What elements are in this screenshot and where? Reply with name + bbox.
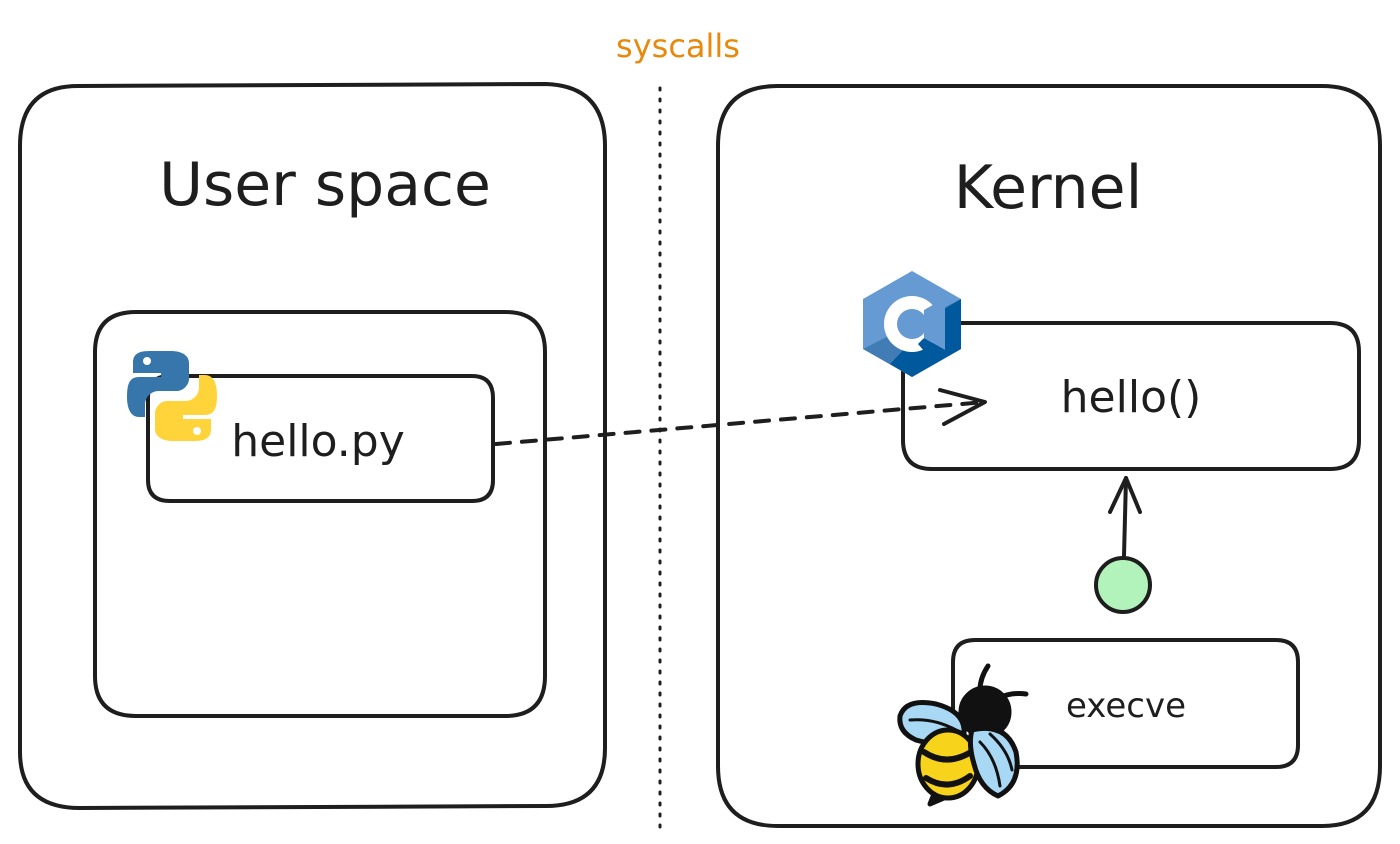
syscalls-label: syscalls — [616, 27, 740, 65]
user-space-title: User space — [159, 150, 491, 220]
hook-arrow-line — [1122, 476, 1128, 558]
execve-box — [951, 638, 1300, 769]
call-arrow-head — [938, 388, 987, 426]
python-logo-icon — [127, 351, 217, 441]
c-language-logo-icon — [863, 271, 961, 377]
call-arrow-line — [494, 400, 987, 446]
hello-py-label: hello.py — [231, 416, 405, 467]
user-space-box — [18, 82, 607, 810]
kernel-title: Kernel — [954, 153, 1143, 223]
process-box — [93, 310, 547, 718]
ebpf-bee-logo-icon — [897, 663, 1029, 807]
hook-arrow-head — [1108, 476, 1142, 514]
kernel-box — [716, 84, 1382, 828]
hook-attach-point — [1094, 556, 1152, 614]
hello-function-label: hello() — [1061, 372, 1202, 423]
execve-label: execve — [1066, 686, 1186, 726]
